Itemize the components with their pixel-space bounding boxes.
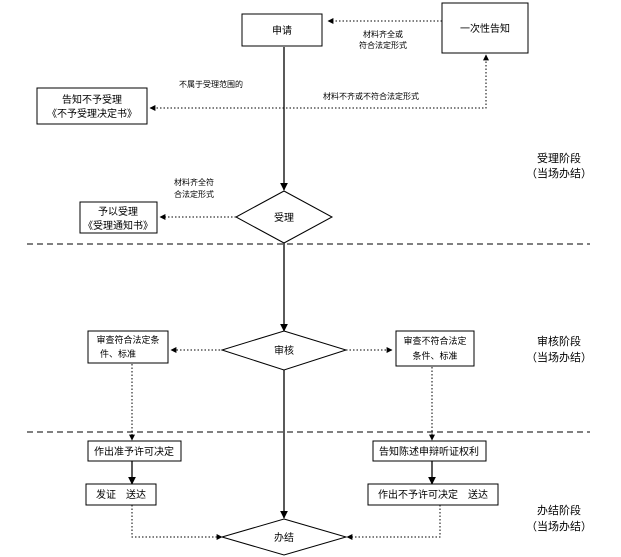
accept-diamond [234, 190, 334, 244]
deny-deliver-label: 作出不予许可决定 送达 [378, 488, 488, 501]
apply-box [241, 13, 323, 47]
grant-decision-box [87, 440, 182, 462]
issue-deliver-label: 发证 送达 [96, 488, 146, 501]
accepted-label-line2: 《受理通知书》 [83, 219, 153, 232]
grant-decision-label: 作出准予许可决定 [94, 445, 174, 458]
meets-criteria-label-line2: 件、标准 [100, 348, 136, 360]
not-meet-criteria-label-line1: 审查不符合法定 [403, 335, 466, 347]
complete-diamond [220, 518, 348, 556]
dotted-arrow-deny-to-complete [346, 505, 441, 540]
not-accepted-box [36, 87, 148, 125]
edge-label-incomplete-or-illegal: 材料不齐或不符合法定形式 [323, 91, 419, 101]
meets-criteria-label-line1: 审查符合法定条 [96, 334, 159, 346]
accept-label: 受理 [274, 212, 294, 224]
apply-label: 申请 [272, 24, 292, 37]
edge-label-complete-or-legal-line2: 符合法定形式 [359, 40, 407, 50]
stage-review-sub: （当场办结） [526, 350, 592, 364]
not-meet-criteria-box [395, 330, 475, 367]
stage-completion-sub: （当场办结） [526, 519, 592, 533]
not-meet-criteria-label-line2: 条件、标准 [412, 350, 457, 362]
edge-label-out-of-scope: 不属于受理范围的 [179, 79, 243, 89]
deny-deliver-box [367, 483, 499, 506]
hearing-notice-label: 告知陈述申辩听证权利 [379, 445, 479, 458]
dotted-arrow-to-notice [286, 54, 489, 109]
meets-criteria-box [87, 330, 169, 364]
edge-label-complete-legal-line1: 材料齐全符 [174, 177, 214, 187]
dotted-arrow-issue-to-complete [131, 505, 223, 540]
stage-acceptance-label: 受理阶段 [537, 151, 581, 165]
not-accepted-label-line1: 告知不予受理 [62, 93, 122, 106]
not-accepted-label-line2: 《不予受理决定书》 [47, 107, 137, 120]
edge-label-complete-or-legal-line1: 材料齐全或 [363, 29, 403, 39]
accepted-label-line1: 予以受理 [98, 206, 138, 218]
hearing-notice-box [372, 440, 487, 462]
review-label: 审核 [274, 344, 294, 357]
edge-label-complete-legal-line2: 合法定形式 [174, 189, 214, 199]
one-time-notice-box [441, 2, 529, 54]
issue-deliver-box [85, 483, 157, 506]
stage-acceptance-sub: （当场办结） [526, 166, 592, 180]
review-diamond [220, 330, 348, 371]
accepted-box [79, 201, 158, 234]
complete-label: 办结 [274, 531, 294, 544]
stage-completion-label: 办结阶段 [537, 503, 581, 517]
stage-review-label: 审核阶段 [537, 334, 581, 348]
one-time-notice-label: 一次性告知 [460, 22, 510, 35]
